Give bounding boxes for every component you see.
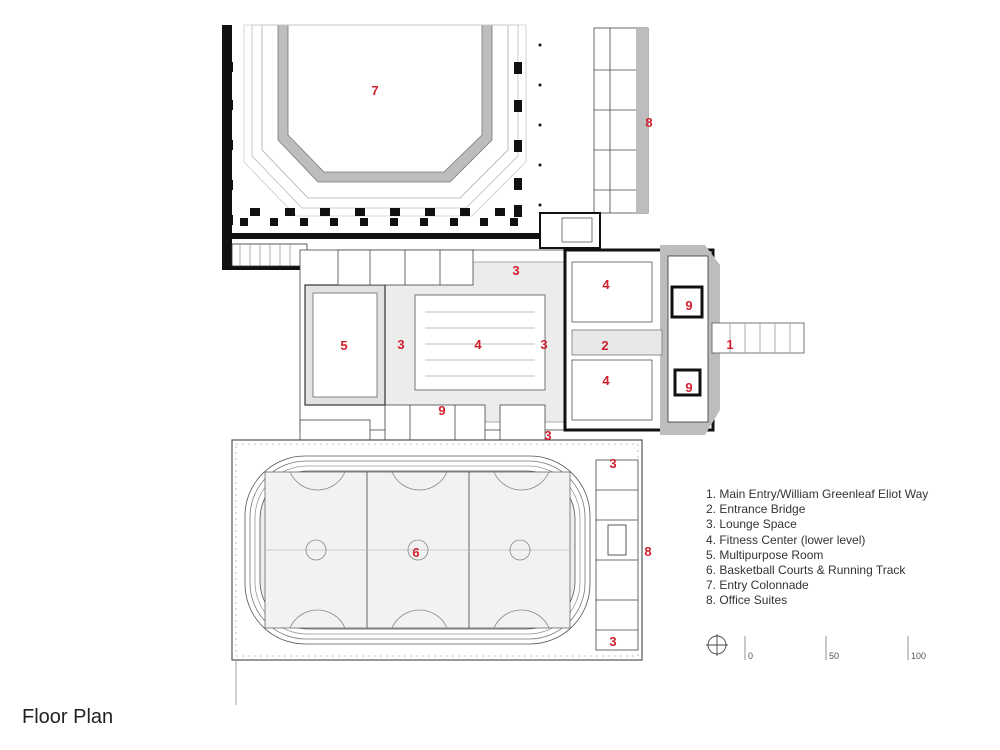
room-label-9-east-bottom: 9 <box>685 380 692 395</box>
legend-item: 5. Multipurpose Room <box>706 547 824 562</box>
room-label-8-south: 8 <box>644 544 651 559</box>
room-label-4-east-bottom: 4 <box>602 373 610 388</box>
scale-tick-0: 0 <box>748 651 753 661</box>
room-label-3-south: 3 <box>544 428 551 443</box>
room-label-6: 6 <box>412 545 419 560</box>
room-label-8-north: 8 <box>645 115 652 130</box>
room-label-7: 7 <box>371 83 378 98</box>
room-label-5: 5 <box>340 338 347 353</box>
legend-item: 3. Lounge Space <box>706 517 797 532</box>
legend-item: 8. Office Suites <box>706 593 788 608</box>
room-label-2: 2 <box>601 338 608 353</box>
scale-tick-50: 50 <box>829 651 839 661</box>
legend-item: 6. Basketball Courts & Running Track <box>706 563 906 578</box>
page-caption: Floor Plan <box>22 706 114 728</box>
room-label-4-center: 4 <box>474 337 482 352</box>
north-arrow-icon <box>706 634 728 656</box>
scale-bar <box>744 636 909 660</box>
office-suites-north <box>539 27 649 249</box>
entry-colonnade-block <box>222 24 542 270</box>
gymnasium-block <box>231 439 643 705</box>
legend: 1. Main Entry/William Greenleaf Eliot Wa… <box>706 487 928 609</box>
legend-item: 1. Main Entry/William Greenleaf Eliot Wa… <box>706 487 929 501</box>
room-label-3-gym-top: 3 <box>609 456 616 471</box>
room-label-9-south: 9 <box>438 403 445 418</box>
legend-item: 4. Fitness Center (lower level) <box>706 532 866 547</box>
legend-item: 7. Entry Colonnade <box>706 578 809 593</box>
scale-tick-100: 100 <box>911 651 926 661</box>
room-label-3-east: 3 <box>540 337 547 352</box>
room-label-3-west: 3 <box>397 337 404 352</box>
room-labels: 7 8 3 4 9 5 3 4 3 2 1 4 9 9 3 3 6 8 3 <box>340 83 733 649</box>
room-label-1: 1 <box>726 337 733 352</box>
room-label-3-lounge-top: 3 <box>512 263 519 278</box>
room-label-4-east-top: 4 <box>602 277 610 292</box>
room-label-3-gym-bottom: 3 <box>609 634 616 649</box>
legend-item: 2. Entrance Bridge <box>706 502 806 517</box>
east-pavilion <box>563 245 805 435</box>
room-label-9-east-top: 9 <box>685 298 692 313</box>
